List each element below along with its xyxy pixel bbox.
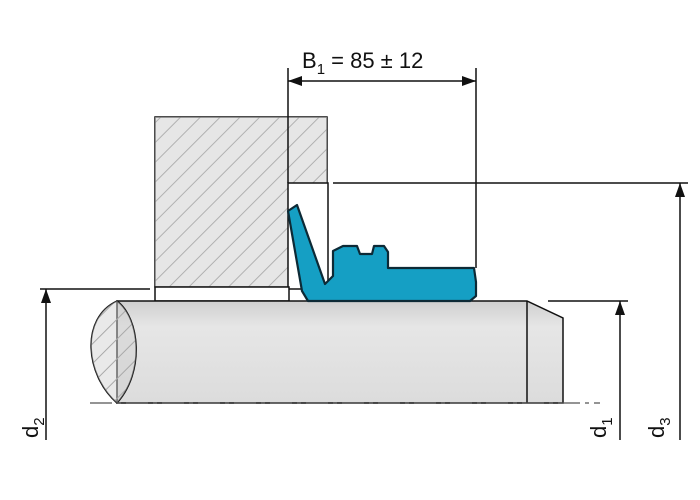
shaft (90, 300, 564, 405)
d3-arrow (675, 183, 685, 197)
housing-gap (154, 286, 290, 302)
b1-label: B1 = 85 ± 12 (302, 48, 423, 78)
shaft-body (116, 300, 564, 404)
d2-arrow (41, 289, 51, 303)
dimension-d3: d3 (333, 182, 688, 440)
b1-arrow-right (462, 76, 476, 86)
d2-label: d2 (18, 417, 48, 438)
dimension-b1: B1 = 85 ± 12 (287, 48, 477, 268)
seal-profile (286, 203, 478, 303)
shaft-break-tint (91, 301, 137, 403)
d1-label: d1 (586, 417, 616, 438)
d1-arrow (615, 301, 625, 315)
dimension-d2: d2 (18, 288, 150, 440)
d3-label: d3 (644, 417, 674, 438)
dimension-d1: d1 (548, 300, 628, 440)
b1-arrow-left (288, 76, 302, 86)
